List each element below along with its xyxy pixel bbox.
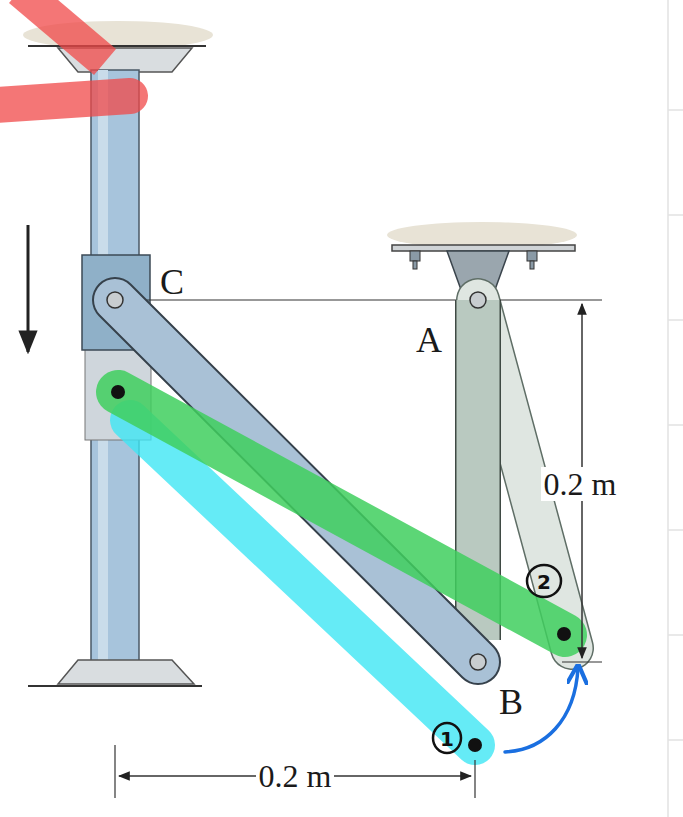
pin bbox=[470, 654, 486, 670]
callout-number: 1 bbox=[440, 729, 454, 749]
point-label: A bbox=[416, 322, 442, 358]
velocity-arrow bbox=[27, 225, 30, 352]
margin-rule bbox=[667, 0, 669, 817]
support-plate bbox=[392, 245, 575, 251]
highlighter-mark bbox=[20, 0, 105, 62]
extension-line bbox=[114, 745, 115, 798]
margin-ticks bbox=[668, 110, 683, 740]
ground-line bbox=[28, 685, 202, 687]
point-label: B bbox=[499, 684, 523, 720]
highlighter-mark bbox=[0, 96, 130, 105]
bottom-mount bbox=[58, 660, 194, 684]
ceiling-line bbox=[28, 45, 206, 47]
hand-circle bbox=[527, 565, 561, 597]
point-label: C bbox=[160, 264, 184, 300]
extension-line bbox=[474, 760, 475, 798]
pin bbox=[107, 292, 123, 308]
ceiling-shadow bbox=[387, 222, 577, 248]
pin bbox=[470, 292, 486, 308]
callout-number: 2 bbox=[537, 572, 551, 592]
marker-dot bbox=[111, 385, 125, 399]
hand-circle bbox=[433, 723, 461, 753]
marker-dot bbox=[557, 627, 571, 641]
dimension-label: 0.2 m bbox=[541, 467, 620, 501]
marker-dot bbox=[468, 738, 482, 752]
dimension-label: 0.2 m bbox=[256, 759, 335, 793]
extension-line bbox=[500, 299, 602, 300]
highlight-position-2 bbox=[118, 392, 565, 635]
extension-line bbox=[562, 661, 602, 662]
